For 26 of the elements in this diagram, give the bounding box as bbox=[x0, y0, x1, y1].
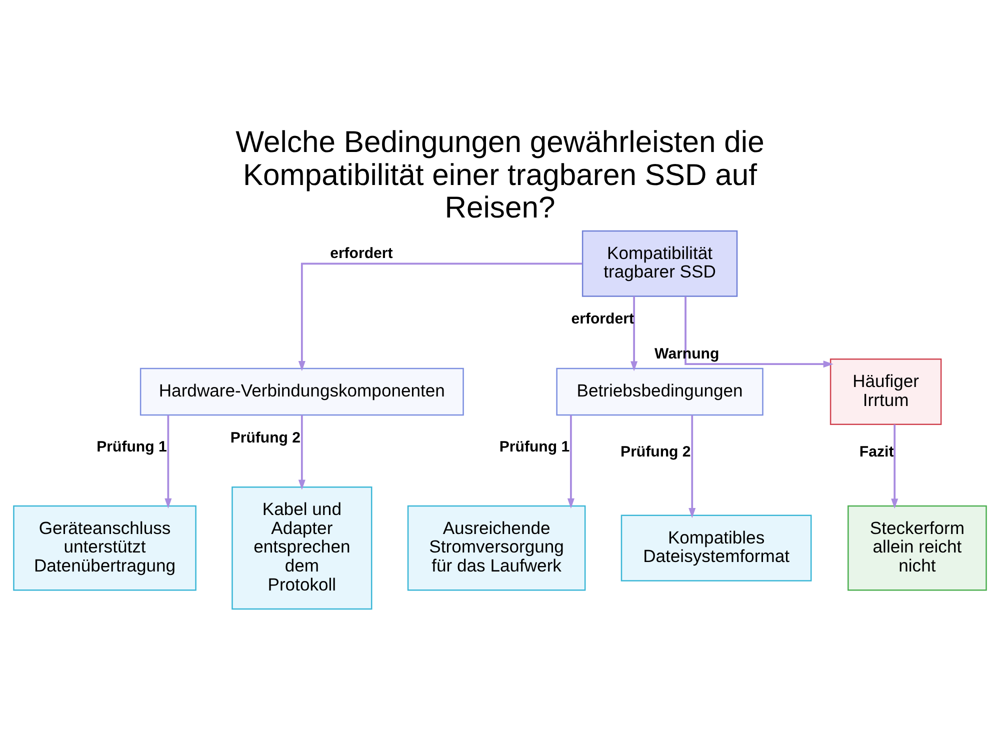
edge-label: erfordert bbox=[571, 310, 634, 328]
edge-label: Prüfung 1 bbox=[96, 438, 167, 456]
edge-label: Prüfung 1 bbox=[499, 438, 570, 456]
node-box: Geräteanschluss unterstützt Datenübertragung bbox=[13, 505, 196, 591]
node-box: Häufiger Irrtum bbox=[830, 358, 942, 426]
arrow bbox=[684, 296, 834, 368]
arrow bbox=[630, 296, 638, 372]
arrow bbox=[164, 415, 172, 508]
arrow bbox=[298, 415, 306, 490]
node-box: Hardware-Verbindungskomponenten bbox=[140, 368, 464, 416]
edge-label: Prüfung 2 bbox=[620, 444, 691, 461]
node-box: Betriebsbedingungen bbox=[556, 368, 764, 416]
node-box: Kompatibles Dateisystemformat bbox=[620, 514, 812, 582]
arrow bbox=[298, 262, 582, 372]
node-box: Ausreichende Stromversorgung für das Laufwerk bbox=[407, 505, 586, 591]
diagram-title: Welche Bedingungen gewährleisten die Kompatibilität einer tragbaren SSD auf Reisen? bbox=[236, 126, 764, 224]
node-box: Kompatibilität tragbarer SSD bbox=[582, 230, 738, 297]
node-box: Kabel und Adapter entsprechen dem Protokoll bbox=[232, 486, 372, 610]
edge-label: erfordert bbox=[330, 245, 393, 262]
edge-label: Prüfung 2 bbox=[230, 429, 301, 446]
edge-label: Fazit bbox=[859, 444, 894, 461]
node-box: Steckerform allein reicht nicht bbox=[848, 505, 987, 591]
arrow bbox=[891, 424, 898, 509]
edge-label: Warnung bbox=[654, 346, 720, 363]
arrow bbox=[567, 415, 574, 508]
arrow bbox=[688, 415, 696, 518]
